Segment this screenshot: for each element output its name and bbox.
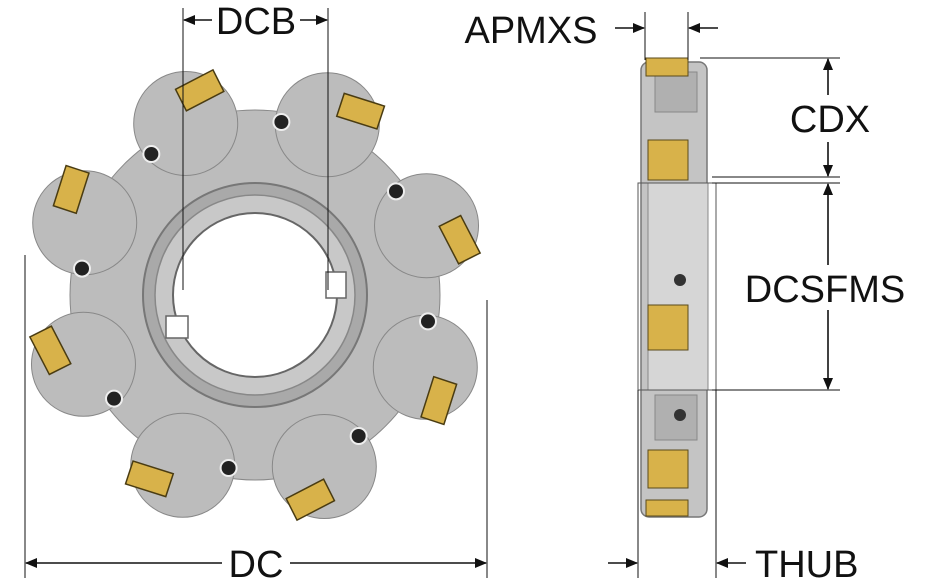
- insert: [335, 92, 386, 130]
- cutter-front-view: [28, 68, 482, 522]
- screw-icon: [73, 259, 92, 278]
- dim-dcb: DCB: [182, 1, 329, 290]
- side-insert: [647, 449, 689, 489]
- insert: [420, 375, 458, 426]
- screw-icon: [219, 458, 238, 477]
- screw-icon: [142, 145, 161, 164]
- screw-icon: [272, 113, 291, 132]
- label-apmxs: APMXS: [464, 10, 597, 52]
- screw-icon: [418, 312, 437, 331]
- label-dcb: DCB: [216, 1, 296, 43]
- side-insert: [645, 499, 689, 517]
- insert: [438, 214, 482, 265]
- label-thub: THUB: [755, 544, 858, 583]
- keyway: [165, 315, 189, 339]
- screw-icon: [105, 389, 124, 408]
- screw-icon: [386, 182, 405, 201]
- dim-dc: DC: [24, 255, 488, 583]
- bore: [172, 212, 338, 378]
- side-insert: [647, 304, 689, 351]
- dim-dcsfms: DCSFMS: [712, 182, 905, 391]
- label-dcsfms: DCSFMS: [745, 269, 905, 311]
- dim-thub: THUB: [608, 390, 858, 583]
- side-insert: [645, 57, 689, 77]
- cutter-side-view: [637, 57, 717, 518]
- insert: [124, 460, 175, 498]
- dim-cdx: CDX: [700, 57, 870, 178]
- screw-icon: [349, 426, 368, 445]
- label-cdx: CDX: [790, 99, 870, 141]
- insert: [52, 164, 90, 215]
- dim-apmxs: APMXS: [464, 10, 718, 60]
- side-insert: [647, 139, 689, 181]
- keyway: [325, 271, 347, 299]
- insert: [285, 478, 336, 522]
- label-dc: DC: [229, 544, 284, 583]
- insert: [28, 325, 72, 376]
